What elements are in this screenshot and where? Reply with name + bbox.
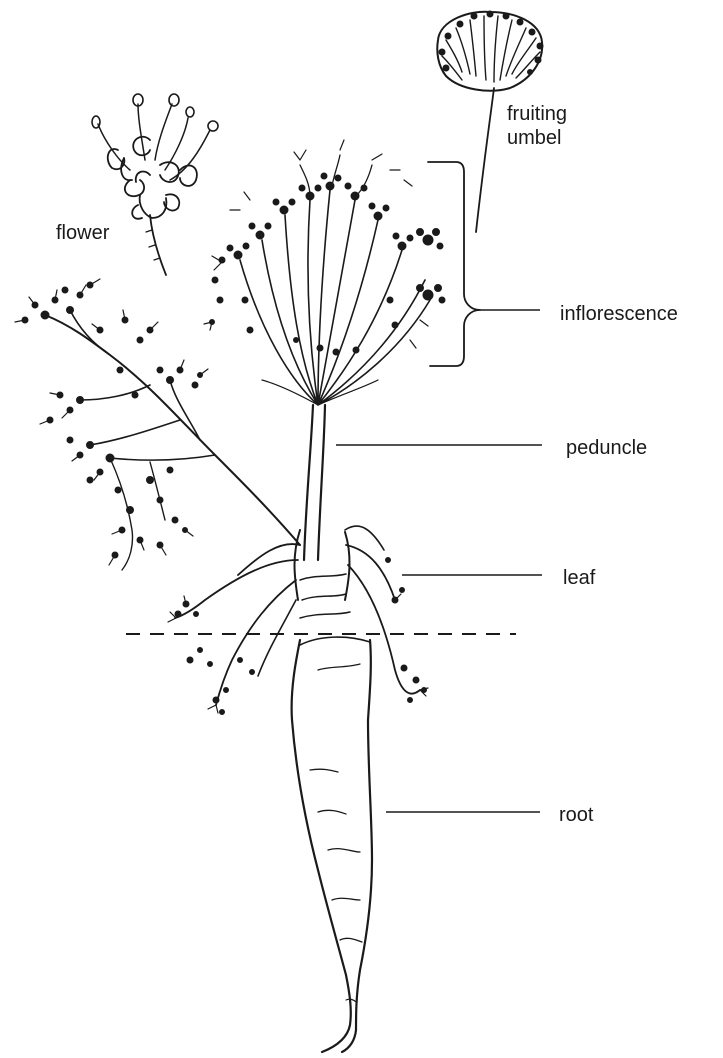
leader-lines xyxy=(336,162,542,812)
leaf-label: leaf xyxy=(563,567,595,589)
inflorescence-label: inflorescence xyxy=(560,303,678,325)
fruiting-umbel-label-line2: umbel xyxy=(507,127,561,149)
peduncle-stem xyxy=(304,405,325,560)
inflorescence-umbel xyxy=(204,140,445,405)
inflorescence-bracket xyxy=(428,162,480,366)
flower-detail xyxy=(92,94,218,275)
leaf-rosette xyxy=(168,526,428,714)
feathery-leaf xyxy=(15,279,300,570)
fruiting-umbel-label-line1: fruiting xyxy=(507,103,567,125)
taproot xyxy=(292,637,372,1052)
peduncle-label: peduncle xyxy=(566,437,647,459)
root-label: root xyxy=(559,804,593,826)
flower-label: flower xyxy=(56,222,109,244)
